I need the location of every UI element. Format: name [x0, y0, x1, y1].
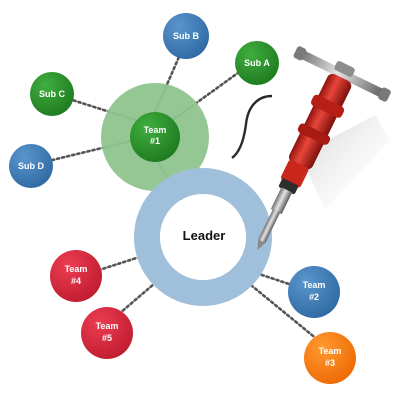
team4-label-line1: Team — [65, 264, 88, 274]
leader-center — [160, 194, 246, 280]
team2-label-line1: Team — [303, 280, 326, 290]
leader-ring — [134, 168, 272, 306]
sub-b-node[interactable] — [163, 13, 209, 59]
team2-label-line2: #2 — [309, 292, 319, 302]
team5-label-line2: #5 — [102, 333, 112, 343]
team5-node[interactable] — [81, 307, 133, 359]
sub-b-label: Sub B — [173, 31, 199, 41]
team1-label-line1: Team — [144, 125, 167, 135]
jackhammer-icon — [231, 46, 391, 251]
sub-a-node[interactable] — [235, 41, 279, 85]
sub-a-label: Sub A — [244, 58, 270, 68]
team4-node[interactable] — [50, 250, 102, 302]
team1-label-line2: #1 — [150, 136, 160, 146]
leader-label: Leader — [183, 228, 226, 243]
team3-label-line1: Team — [319, 346, 342, 356]
sub-c-label: Sub C — [39, 89, 65, 99]
sub-c-node[interactable] — [30, 72, 74, 116]
team3-node[interactable] — [304, 332, 356, 384]
team2-node[interactable] — [288, 266, 340, 318]
sub-d-label: Sub D — [18, 161, 44, 171]
sub-d-node[interactable] — [9, 144, 53, 188]
team3-label-line2: #3 — [325, 358, 335, 368]
team4-label-line2: #4 — [71, 276, 81, 286]
team5-label-line1: Team — [96, 321, 119, 331]
team1-node[interactable] — [130, 112, 180, 162]
